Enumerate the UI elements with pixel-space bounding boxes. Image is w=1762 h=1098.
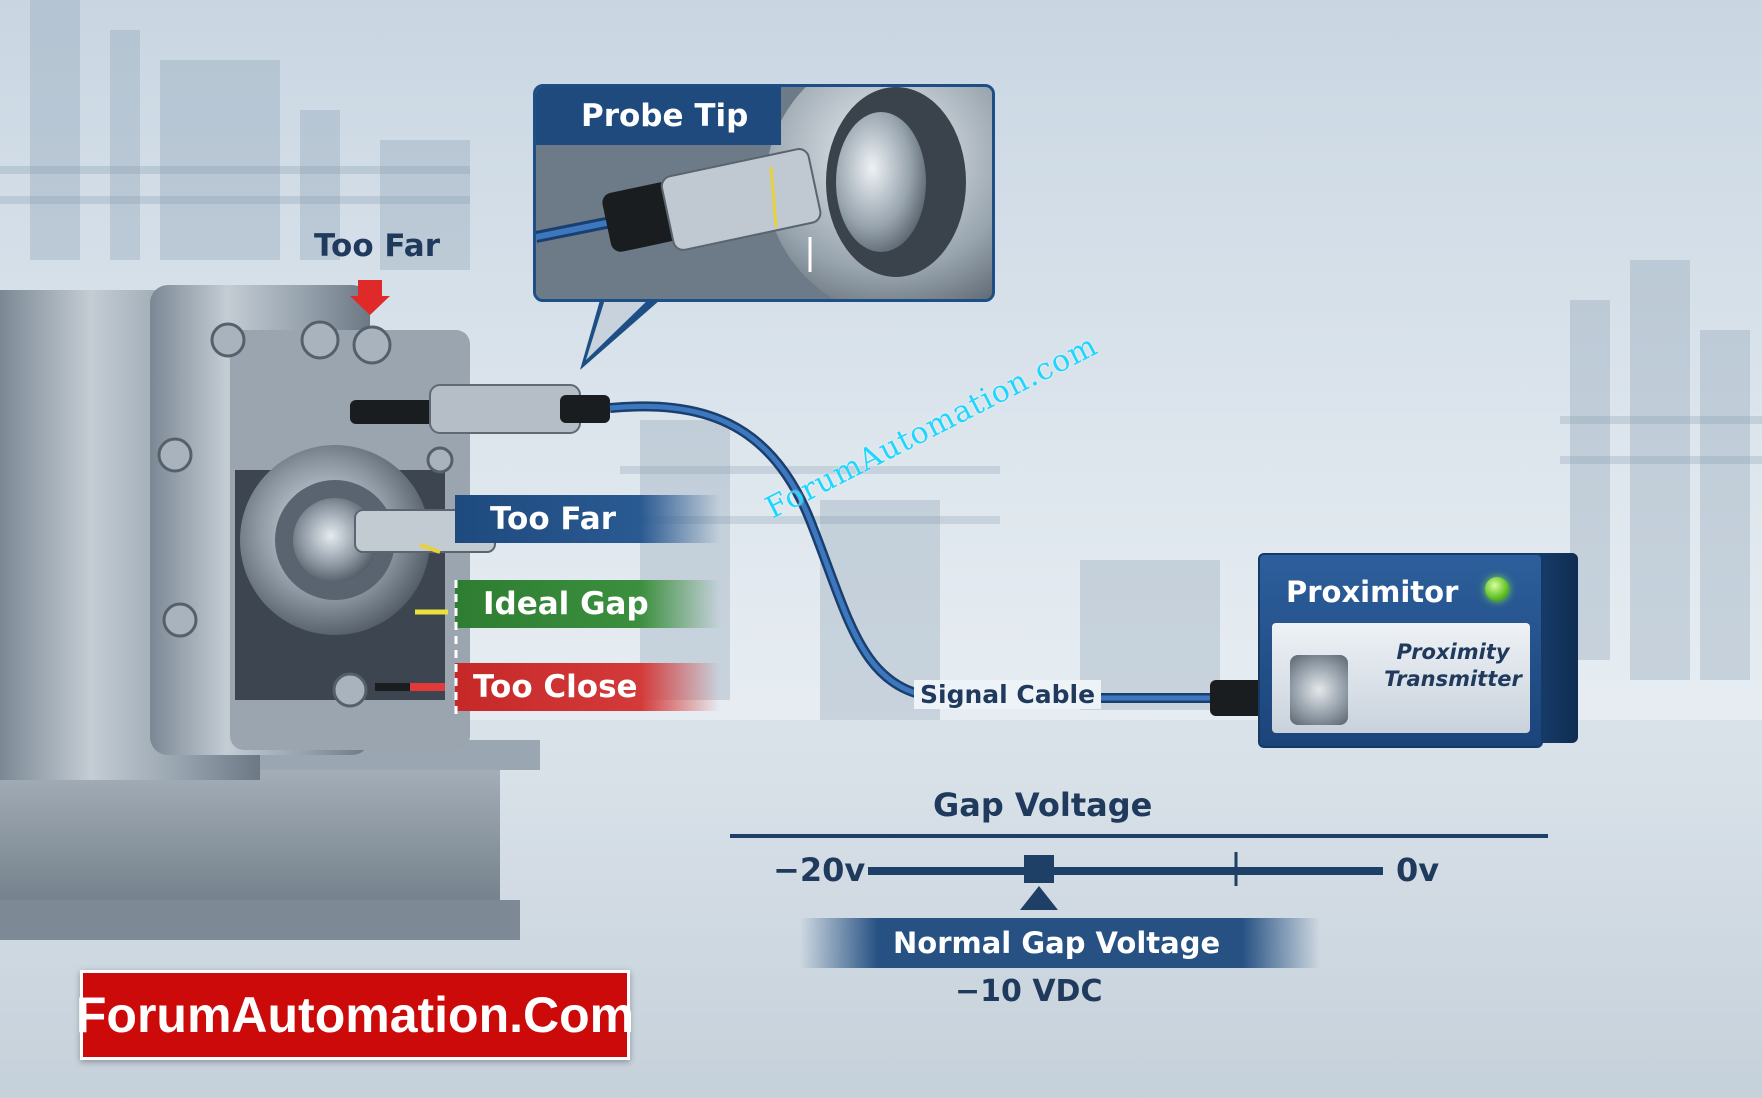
normal-gap-voltage-label: Normal Gap Voltage (893, 926, 1221, 960)
signal-cable-label: Signal Cable (914, 680, 1102, 709)
voltage-marker (1024, 855, 1054, 883)
brand-logo: ForumAutomation.Com (76, 970, 634, 1060)
ideal-gap-label: Ideal Gap (483, 586, 649, 622)
top-too-far-label: Too Far (314, 228, 440, 264)
proximitor-side (1538, 553, 1578, 743)
probe-tip-callout: Probe Tip (533, 84, 995, 302)
too-close-label: Too Close (473, 669, 638, 705)
too-far-bar (455, 495, 720, 543)
proximitor-subtitle-line1: Proximity (1396, 640, 1510, 664)
status-led-icon (1485, 577, 1509, 601)
gap-voltage-title: Gap Voltage (933, 786, 1153, 824)
too-far-label: Too Far (490, 501, 616, 537)
proximitor-face: Proximitor Proximity Transmitter (1258, 553, 1543, 748)
proximitor-subtitle-line2: Transmitter (1384, 667, 1522, 691)
probe-tip-title: Probe Tip (536, 87, 781, 145)
proximitor-subtitle: Proximity Transmitter (1378, 639, 1528, 693)
scale-left-label: −20v (773, 851, 866, 889)
down-arrow-icon (350, 280, 390, 315)
scale-right-label: 0v (1396, 851, 1440, 889)
ideal-gap-bar (455, 580, 720, 628)
cable-connector-icon (1290, 655, 1348, 725)
normal-gap-voltage-value: −10 VDC (955, 974, 1103, 1009)
proximitor-title: Proximitor (1286, 575, 1459, 609)
proximitor-box: Proximitor Proximity Transmitter (1258, 553, 1578, 748)
too-close-bar (455, 663, 720, 711)
